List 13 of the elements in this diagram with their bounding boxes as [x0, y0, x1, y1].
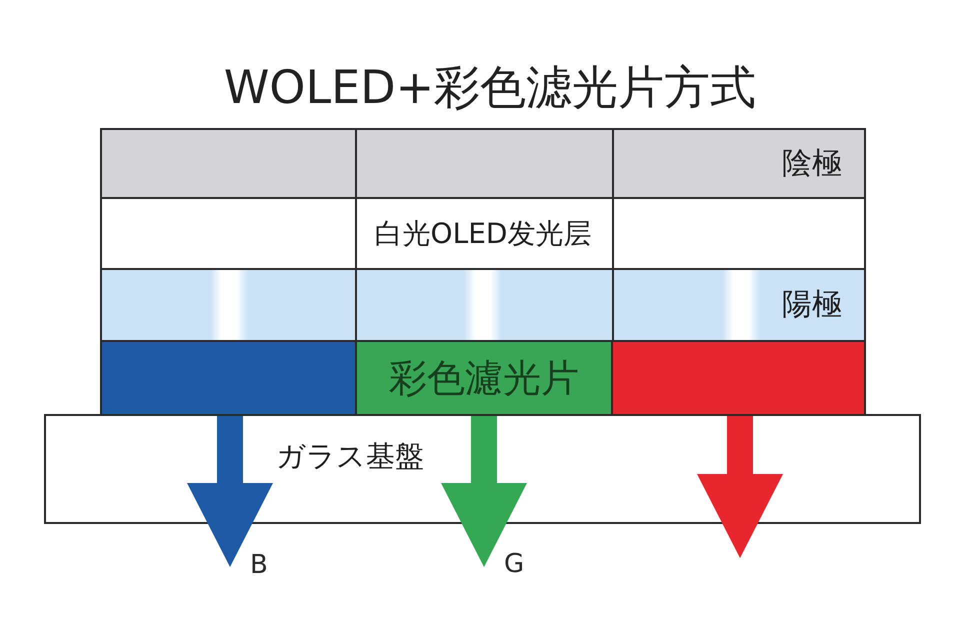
filter-segment	[100, 340, 357, 416]
emission-layer	[100, 197, 866, 270]
channel-label: B	[250, 552, 268, 578]
filter-segment: 彩色濾光片	[355, 340, 613, 416]
layer-label: 陰極	[782, 148, 842, 178]
layer-label: 白光OLED发光层	[374, 220, 592, 248]
title: WOLED+彩色滤光片方式	[224, 64, 756, 110]
layer-label: ガラス基盤	[276, 442, 424, 471]
cathode-layer	[100, 128, 866, 199]
channel-label: G	[504, 551, 524, 577]
layer-label: 陽極	[782, 290, 842, 320]
filter-segment	[611, 340, 866, 416]
anode-layer	[100, 268, 866, 342]
